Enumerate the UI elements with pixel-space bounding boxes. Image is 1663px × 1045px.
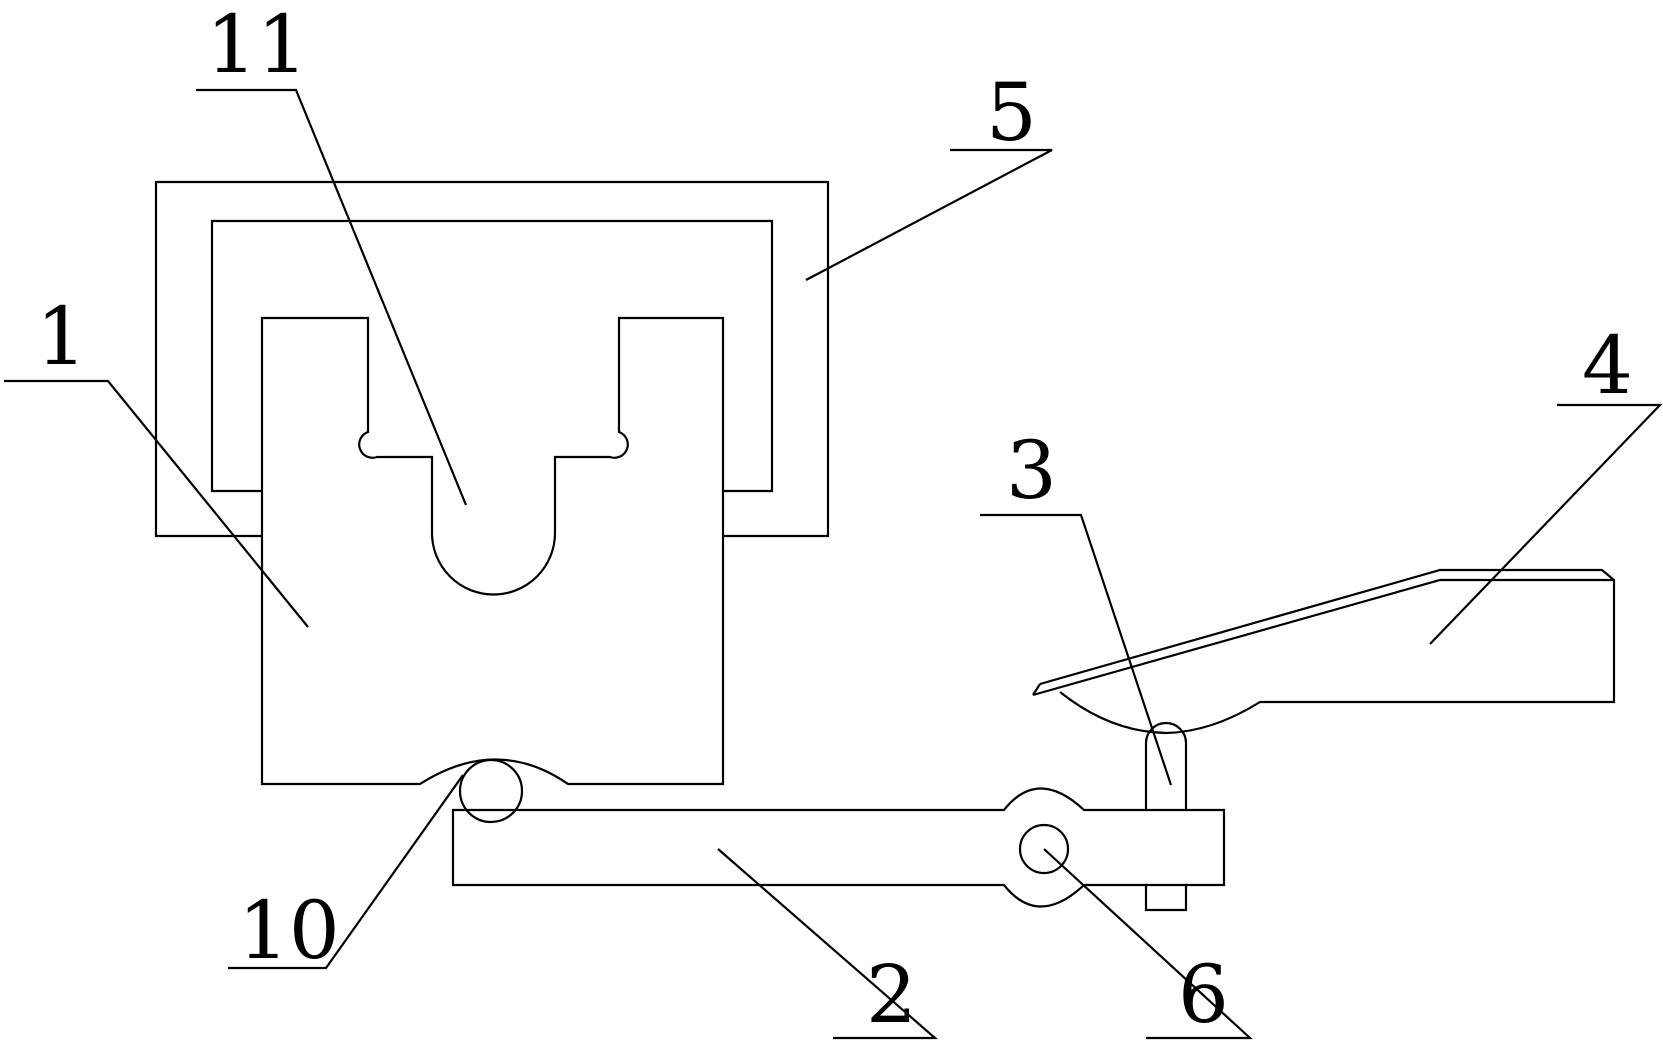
pivot-pin-6 bbox=[1018, 823, 1070, 875]
leader-5 bbox=[805, 148, 1053, 281]
label-1: 1 bbox=[36, 290, 87, 383]
leader-3 bbox=[980, 513, 1173, 786]
pedal-plate-4 bbox=[1032, 568, 1616, 735]
main-block-1 bbox=[260, 316, 725, 786]
leader-6 bbox=[1043, 848, 1253, 1040]
leader-1 bbox=[4, 379, 309, 628]
label-2: 2 bbox=[866, 948, 917, 1041]
label-11: 11 bbox=[206, 0, 308, 91]
label-6: 6 bbox=[1178, 948, 1229, 1041]
label-10: 10 bbox=[238, 884, 340, 977]
lever-arm-2 bbox=[451, 787, 1226, 908]
label-4: 4 bbox=[1582, 319, 1633, 412]
push-rod-3 bbox=[1144, 721, 1188, 912]
roller-10 bbox=[458, 758, 524, 824]
leader-2 bbox=[717, 848, 938, 1040]
label-3: 3 bbox=[1006, 424, 1057, 517]
leader-10 bbox=[228, 774, 464, 970]
leader-4 bbox=[1429, 403, 1663, 645]
leader-lines bbox=[4, 88, 1663, 1040]
bracket-frame-5 bbox=[154, 180, 830, 538]
leader-11 bbox=[196, 88, 468, 506]
label-5: 5 bbox=[986, 66, 1037, 159]
